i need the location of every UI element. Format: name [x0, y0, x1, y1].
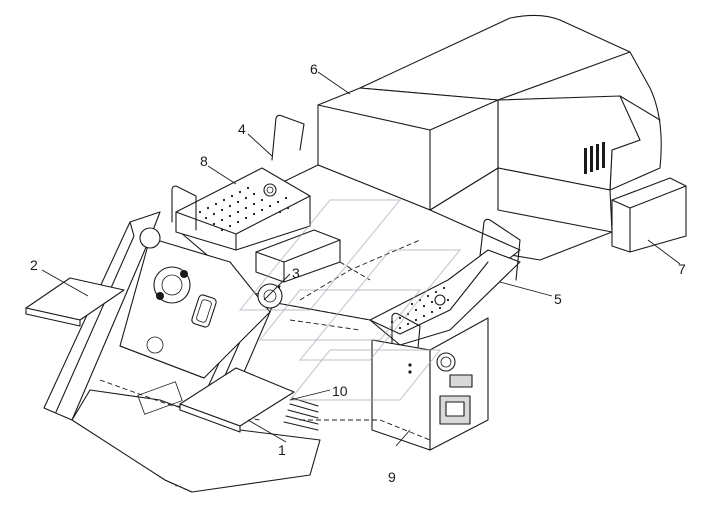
cab-box — [317, 87, 499, 211]
callout-2: 2 — [30, 257, 38, 273]
side-cabinet — [371, 317, 489, 451]
rear-counterweight — [611, 177, 687, 253]
leader-lines — [41, 71, 681, 447]
left-tank — [171, 114, 311, 251]
callout-labels: 6 4 8 2 3 5 7 10 1 9 — [30, 61, 686, 485]
step-treads — [283, 397, 319, 431]
left-step-plate — [25, 277, 125, 327]
left-tank-perforations — [198, 186, 290, 232]
callout-3: 3 — [292, 265, 300, 281]
watermark-logo — [238, 199, 462, 401]
front-step-plate — [179, 367, 319, 433]
callout-1: 1 — [278, 442, 286, 458]
callout-4: 4 — [238, 121, 246, 137]
callout-9: 9 — [388, 469, 396, 485]
callout-5: 5 — [554, 291, 562, 307]
callout-8: 8 — [200, 153, 208, 169]
callout-7: 7 — [678, 261, 686, 277]
callout-6: 6 — [310, 61, 318, 77]
callout-10: 10 — [332, 383, 348, 399]
